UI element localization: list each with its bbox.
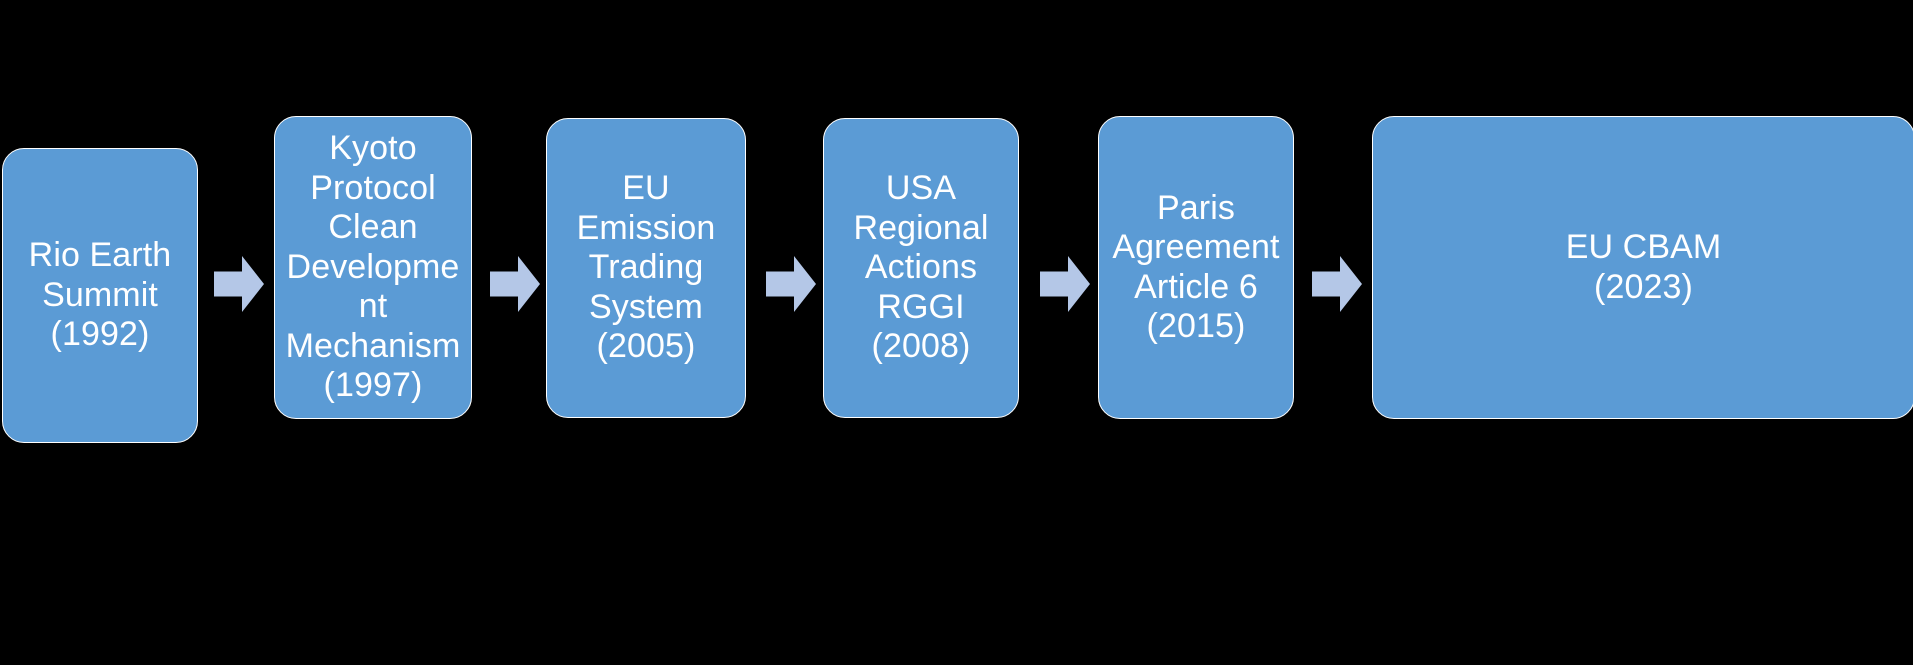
- flow-arrow-icon: [1312, 256, 1362, 312]
- flow-arrow-icon: [214, 256, 264, 312]
- process-node-eu-emission-trading-system[interactable]: EU Emission Trading System (2005): [546, 118, 746, 418]
- arrow-right-shape: [214, 256, 264, 312]
- flow-arrow-icon: [1040, 256, 1090, 312]
- process-node-rio-earth-summit[interactable]: Rio Earth Summit (1992): [2, 148, 198, 443]
- arrow-right-shape: [1040, 256, 1090, 312]
- process-node-label: EU Emission Trading System (2005): [576, 169, 716, 366]
- process-node-paris-agreement-article-6[interactable]: Paris Agreement Article 6 (2015): [1098, 116, 1294, 419]
- process-node-usa-regional-actions-rggi[interactable]: USA Regional Actions RGGI (2008): [823, 118, 1019, 418]
- flow-arrow-icon: [766, 256, 816, 312]
- process-node-kyoto-protocol-cdm[interactable]: Kyoto Protocol Clean Developme nt Mechan…: [274, 116, 472, 419]
- process-node-eu-cbam[interactable]: EU CBAM (2023): [1372, 116, 1913, 419]
- arrow-right-shape: [490, 256, 540, 312]
- process-node-label: Kyoto Protocol Clean Developme nt Mechan…: [285, 129, 461, 405]
- process-node-label: Paris Agreement Article 6 (2015): [1112, 188, 1280, 345]
- arrow-right-shape: [1312, 256, 1362, 312]
- process-node-label: EU CBAM (2023): [1565, 228, 1722, 306]
- flow-arrow-icon: [490, 256, 540, 312]
- process-node-label: USA Regional Actions RGGI (2008): [853, 169, 989, 366]
- process-node-label: Rio Earth Summit (1992): [28, 236, 172, 354]
- arrow-right-shape: [766, 256, 816, 312]
